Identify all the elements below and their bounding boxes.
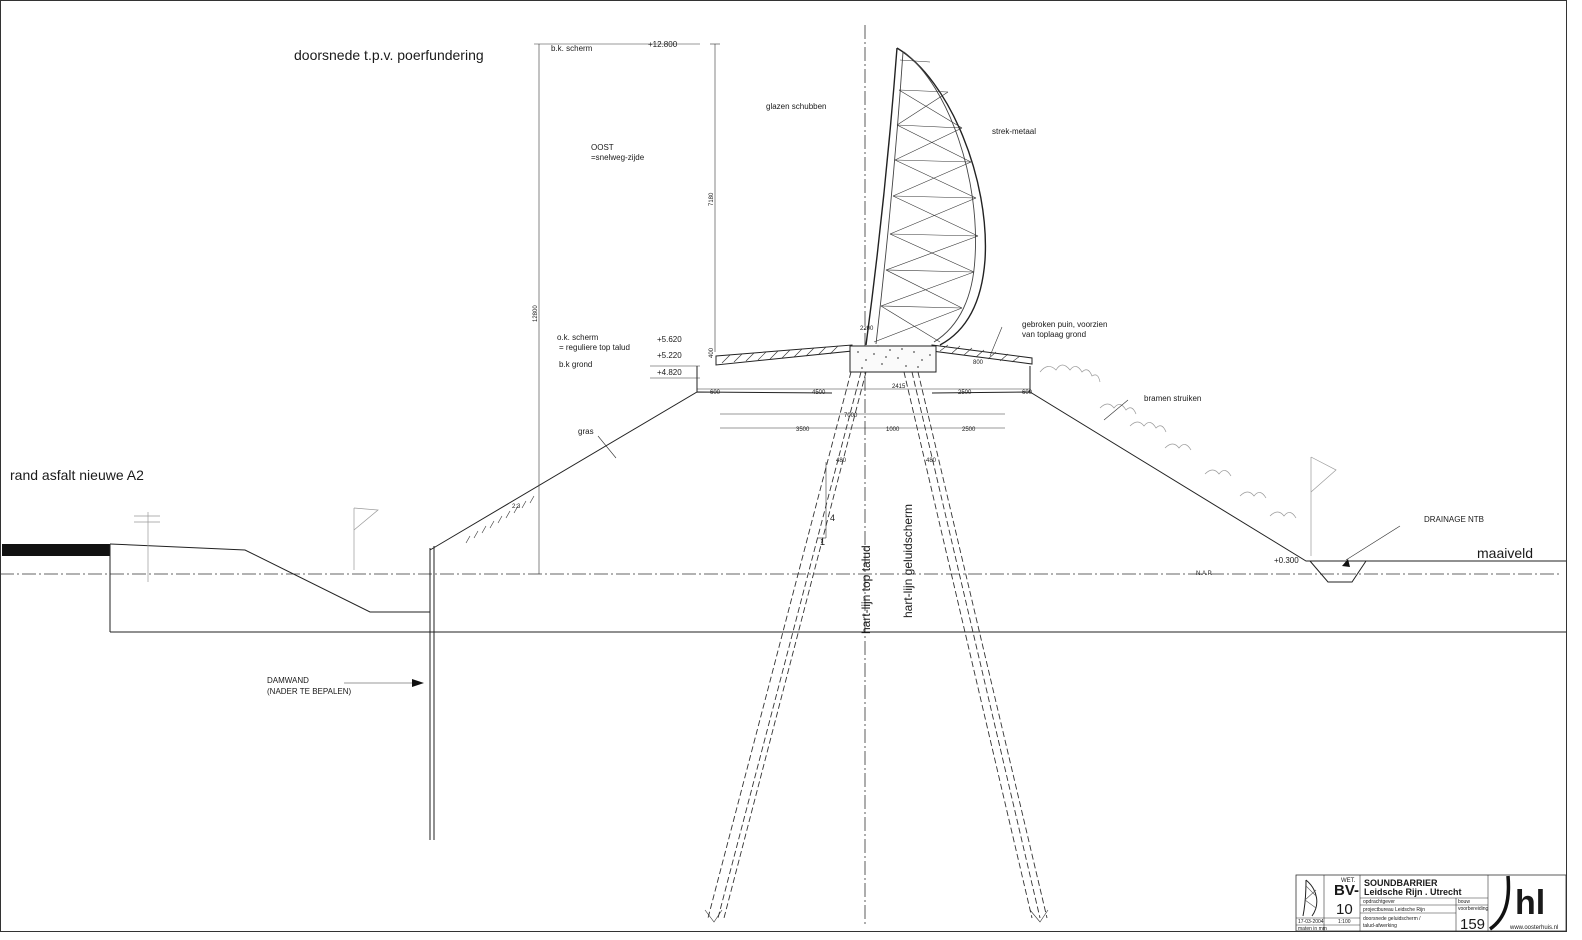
dim-600-left: 600 bbox=[710, 390, 721, 396]
level-4820: +4.820 bbox=[657, 368, 682, 377]
tb-logo: hl bbox=[1515, 884, 1545, 922]
bramen-shrubs bbox=[1039, 364, 1297, 519]
label-gras: gras bbox=[578, 427, 594, 436]
level-5620: +5.620 bbox=[657, 335, 682, 344]
title-block: WET. BV- 10 SOUNDBARRIER Leidsche Rijn .… bbox=[1295, 874, 1567, 933]
foundation-cap bbox=[849, 345, 937, 373]
dim-7000: 7000 bbox=[844, 413, 858, 419]
label-toplaag-grond: van toplaag grond bbox=[1022, 330, 1086, 339]
tb-scale: 1:100 bbox=[1338, 919, 1351, 925]
screen-outer-profile bbox=[896, 47, 987, 346]
slope-ratio-1: 1 bbox=[820, 537, 825, 547]
dim-480-left: 480 bbox=[836, 458, 847, 464]
drainage-ditch bbox=[1309, 560, 1367, 583]
dim-7180: 7180 bbox=[709, 192, 715, 206]
label-gebroken-puin: gebroken puin, voorzien bbox=[1022, 320, 1107, 329]
level-5220: +5.220 bbox=[657, 351, 682, 360]
dim-2500-top: 2500 bbox=[958, 390, 972, 396]
label-damwand: DAMWAND bbox=[267, 676, 309, 685]
foundation-aggregate bbox=[857, 345, 931, 369]
label-reguliere-top: = reguliere top talud bbox=[559, 343, 630, 352]
level-top: +12.800 bbox=[648, 40, 678, 49]
label-maaiveld: maaiveld bbox=[1477, 545, 1533, 561]
dim-400: 400 bbox=[709, 347, 715, 358]
label-bk-grond: b.k grond bbox=[559, 360, 592, 369]
dim-800-right-slab: 800 bbox=[973, 360, 984, 366]
tb-date: 17-03-2004 bbox=[1298, 919, 1324, 925]
dimension-lines bbox=[344, 43, 1401, 684]
faint-markers bbox=[134, 456, 1337, 582]
dim-3500: 3500 bbox=[796, 427, 810, 433]
slope-hatch bbox=[465, 495, 535, 544]
label-ok-scherm: o.k. scherm bbox=[557, 333, 599, 342]
tb-fase-1: bouw bbox=[1458, 899, 1470, 905]
screen-inner-profile bbox=[865, 47, 898, 346]
label-oost: OOST bbox=[591, 143, 614, 152]
label-rand-asfalt: rand asfalt nieuwe A2 bbox=[10, 467, 144, 483]
tb-fase-2: voorbereiding bbox=[1458, 906, 1489, 912]
tb-num: 10 bbox=[1336, 901, 1353, 918]
dim-480-right: 480 bbox=[926, 458, 937, 464]
asphalt-edge-block bbox=[2, 544, 110, 556]
tb-onderwerp-1: doorsnede geluidscherm / bbox=[1363, 916, 1421, 922]
oosterhuis-logo-curve bbox=[1488, 875, 1511, 931]
label-snelweg-zijde: =snelweg-zijde bbox=[591, 153, 645, 162]
damwand-arrow bbox=[412, 679, 424, 687]
tb-code: BV- bbox=[1334, 882, 1359, 899]
screen-truss bbox=[873, 59, 979, 343]
tb-name-2: Leidsche Rijn . Utrecht bbox=[1364, 887, 1462, 897]
label-drainage: DRAINAGE NTB bbox=[1424, 515, 1484, 524]
dim-12800: 12800 bbox=[533, 305, 539, 322]
tb-units: maten in mm bbox=[1298, 926, 1327, 932]
label-strek-metaal: strek-metaal bbox=[992, 127, 1036, 136]
label-hart-lijn-geluidscherm: hart-lijn geluidscherm bbox=[901, 504, 915, 618]
dim-2500-bottom: 2500 bbox=[962, 427, 976, 433]
tb-wet: WET. bbox=[1341, 878, 1356, 884]
dim-2415: 2415 bbox=[892, 384, 906, 390]
embankment-profile bbox=[2, 344, 1566, 840]
label-nap: N.A.P. bbox=[1196, 571, 1213, 577]
slope-ratio-2-3: 2:3 bbox=[512, 504, 521, 510]
tb-projectbureau: projectbureau Leidsche Rijn bbox=[1363, 907, 1425, 913]
tb-website: www.oosterhuis.nl bbox=[1509, 925, 1558, 931]
label-bk-scherm: b.k. scherm bbox=[551, 44, 593, 53]
tb-sheet: 159 bbox=[1460, 916, 1485, 933]
sound-screen-structure bbox=[865, 47, 987, 346]
label-glazen-schubben: glazen schubben bbox=[766, 102, 827, 111]
level-0300: +0.300 bbox=[1274, 556, 1299, 565]
dim-1000: 1000 bbox=[886, 427, 900, 433]
slope-ratio-4: 4 bbox=[830, 513, 835, 523]
drawing-title: doorsnede t.p.v. poerfundering bbox=[294, 47, 484, 63]
tb-name-1: SOUNDBARRIER bbox=[1364, 878, 1438, 888]
label-hart-lijn-top-talud: hart-lijn top talud bbox=[859, 545, 873, 634]
tb-opdrachtgever: opdrachtgever bbox=[1363, 899, 1395, 905]
label-damwand-nader: (NADER TE BEPALEN) bbox=[267, 687, 352, 696]
dim-4500: 4500 bbox=[812, 390, 826, 396]
foundation-piles bbox=[704, 371, 1049, 923]
dim-2200: 2200 bbox=[860, 326, 874, 332]
dim-600-right: 600 bbox=[1022, 390, 1033, 396]
label-bramen-struiken: bramen struiken bbox=[1144, 394, 1201, 403]
tb-onderwerp-2: talud-afwerking bbox=[1363, 923, 1397, 929]
